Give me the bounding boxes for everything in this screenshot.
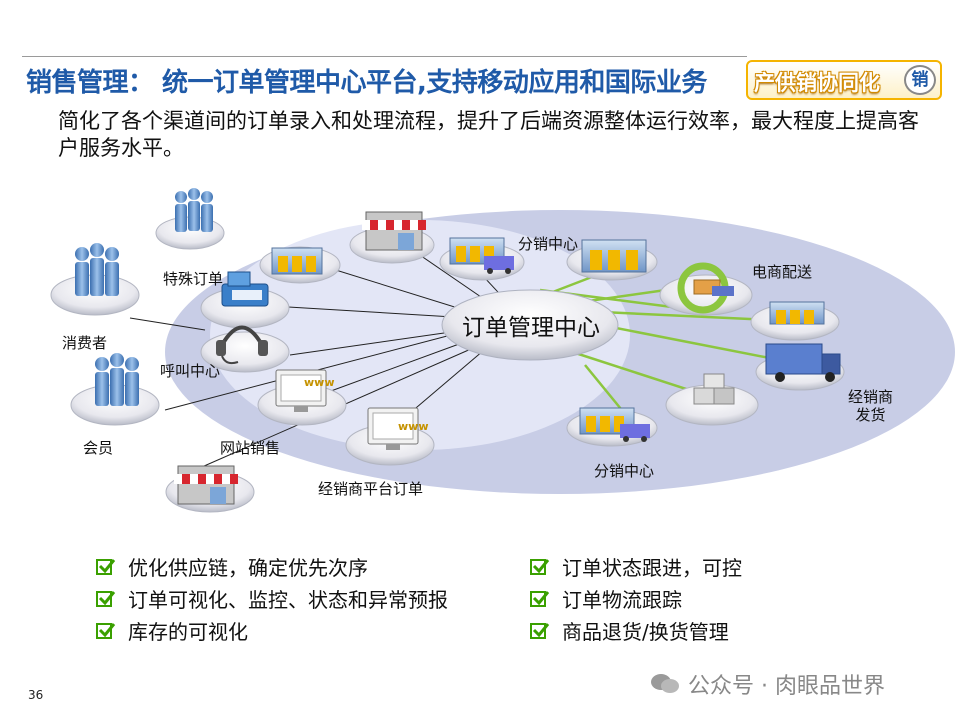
www-label-2: www: [398, 420, 429, 433]
monitor-icon-web: [275, 369, 327, 412]
order-center-node: [441, 289, 619, 361]
badge-label: 产供销协同化: [754, 71, 880, 95]
checkbox-icon: [530, 559, 550, 575]
checkbox-icon: [530, 623, 550, 639]
warehouse-icon-1: [271, 247, 323, 275]
distribution-center-top-label: 分销中心: [518, 235, 579, 253]
consumer-label: 消费者: [62, 334, 108, 352]
page-number: 36: [28, 688, 44, 702]
dealer-shipping-label: 经销商 发货: [848, 388, 894, 424]
list-item: 商品退货/换货管理: [530, 617, 742, 649]
order-center-label: 订单管理中心: [462, 315, 600, 341]
store-icon-top: [362, 211, 426, 251]
bullet-list-right: 订单状态跟进，可控 订单物流跟踪 商品退货/换货管理: [530, 553, 742, 649]
monitor-icon-dealer: [367, 407, 419, 450]
list-item: 订单可视化、监控、状态和异常预报: [96, 585, 448, 617]
distribution-center-bottom-label: 分销中心: [594, 462, 655, 480]
ecommerce-delivery-label: 电商配送: [752, 263, 813, 281]
bullet-list-left: 优化供应链，确定优先次序 订单可视化、监控、状态和异常预报 库存的可视化: [96, 553, 448, 649]
warehouse-icon-3: [581, 239, 647, 273]
wechat-icon: [651, 674, 679, 693]
store-icon-bottom: [174, 465, 238, 505]
warehouse-icon-2: [449, 237, 514, 274]
special-order-label: 特殊订单: [163, 270, 224, 288]
dealer-platform-order-label: 经销商平台订单: [318, 480, 424, 498]
checkbox-icon: [96, 623, 116, 639]
checkbox-icon: [530, 591, 550, 607]
call-center-label: 呼叫中心: [160, 362, 221, 380]
list-item: 库存的可视化: [96, 617, 448, 649]
checkbox-icon: [96, 591, 116, 607]
header-rule: [22, 56, 747, 57]
watermark: 公众号 · 肉眼品世界: [650, 668, 885, 700]
list-item: 订单状态跟进，可控: [530, 553, 742, 585]
truck-icon: [765, 343, 841, 382]
warehouse-icon-5: [769, 301, 825, 325]
member-label: 会员: [83, 439, 114, 457]
people-icon-consumer: [75, 243, 119, 296]
list-item: 订单物流跟踪: [530, 585, 742, 617]
boxes-icon: [693, 373, 735, 405]
checkbox-icon: [96, 559, 116, 575]
web-sales-label: 网站销售: [220, 439, 281, 457]
watermark-text: 公众号 · 肉眼品世界: [688, 674, 885, 699]
recycle-delivery-icon: [677, 262, 734, 314]
warehouse-icon-4: [579, 407, 650, 442]
people-icon-member: [95, 353, 139, 406]
headset-icon: [216, 325, 268, 365]
people-icon-special: [175, 188, 213, 232]
page-title: 销售管理： 统一订单管理中心平台,支持移动应用和国际业务: [26, 68, 707, 98]
category-badge: 产供销协同化 销: [746, 60, 942, 100]
page-subtitle: 简化了各个渠道间的订单录入和处理流程，提升了后端资源整体运行效率，最大程度上提高…: [58, 109, 919, 160]
list-item: 优化供应链，确定优先次序: [96, 553, 448, 585]
cash-register-icon: [221, 271, 269, 307]
www-label-1: www: [304, 376, 335, 389]
badge-circle: 销: [904, 65, 936, 95]
